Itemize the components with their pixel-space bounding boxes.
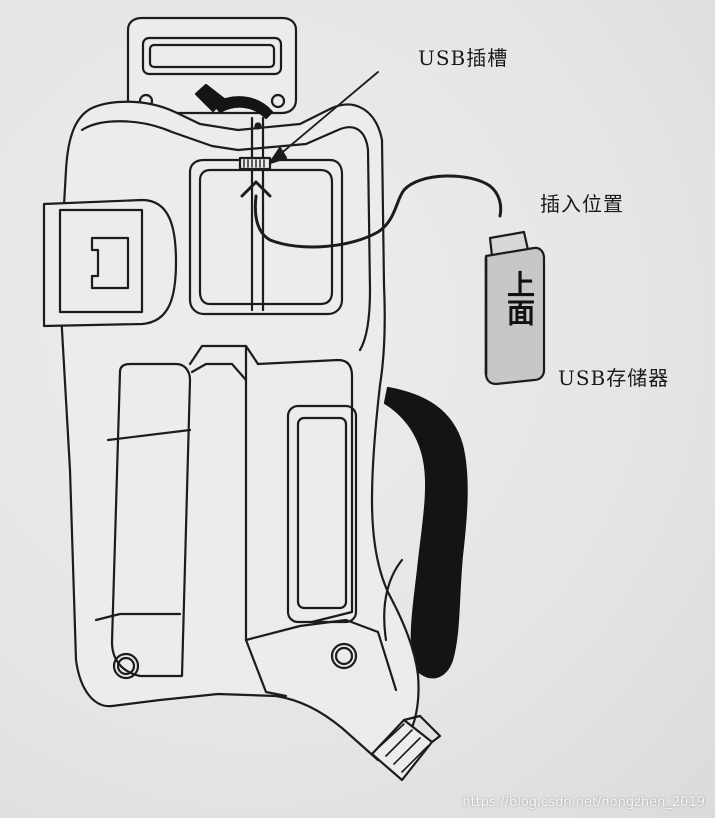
- watermark: https://blog.csdn.net/nongzhen_2019: [462, 795, 705, 810]
- bottom-connector: [370, 714, 442, 782]
- hand-strap: [383, 386, 468, 679]
- usb-slot-label: USB插槽: [418, 46, 509, 70]
- usb-stick-top-face-label: 上面: [503, 270, 536, 326]
- insertion-path: [253, 174, 503, 249]
- slot-leader-arrowhead: [268, 146, 288, 165]
- usb-compartment: [188, 116, 344, 316]
- body-inner-contour: [80, 120, 372, 352]
- usb-storage-label: USB存储器: [558, 366, 670, 390]
- handle-area: [94, 344, 404, 698]
- usb-slot-teeth: [243, 159, 265, 168]
- usb-stick: [484, 230, 546, 386]
- insertion-position-label: 插入位置: [540, 192, 624, 216]
- cable-curve: [212, 96, 274, 120]
- insert-chevron: [240, 180, 272, 198]
- slot-leader-line: [277, 71, 379, 157]
- rj45-port: [42, 198, 178, 328]
